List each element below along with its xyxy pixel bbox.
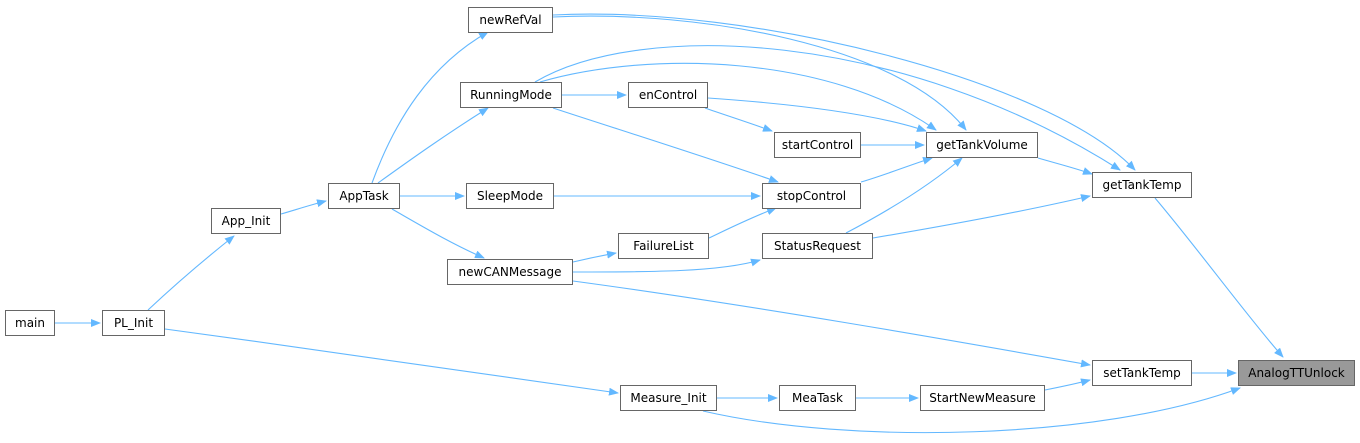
edge-failurelist-to-stopcontrol: [708, 207, 777, 239]
edge-apptask-to-newrefval: [371, 31, 489, 184]
edge-newcanmessage-to-statusrequest: [572, 258, 761, 273]
node-encontrol[interactable]: enControl: [628, 82, 708, 108]
edge-pl-init-to-app-init: [147, 235, 235, 311]
node-startnewmeasure[interactable]: StartNewMeasure: [920, 385, 1045, 411]
edge-newrefval-to-gettanktemp: [552, 13, 1136, 171]
node-stopcontrol[interactable]: stopControl: [762, 183, 861, 209]
node-newcanmessage[interactable]: newCANMessage: [447, 259, 573, 285]
node-statusrequest[interactable]: StatusRequest: [762, 233, 873, 259]
edge-runningmode-to-stopcontrol: [552, 107, 779, 183]
edge-gettankvolume-to-gettanktemp: [1037, 157, 1093, 175]
edge-apptask-to-newcanmessage: [391, 208, 485, 259]
edge-apptask-to-runningmode: [377, 107, 489, 184]
edge-statusrequest-to-gettankvolume: [845, 157, 963, 234]
node-pl-init[interactable]: PL_Init: [102, 310, 165, 336]
node-app-init[interactable]: App_Init: [211, 208, 281, 234]
edge-gettanktemp-to-analogttunlock: [1154, 197, 1284, 358]
edge-newrefval-to-gettankvolume: [552, 15, 967, 131]
edge-newcanmessage-to-failurelist: [572, 250, 617, 263]
node-apptask[interactable]: AppTask: [328, 183, 400, 209]
node-runningmode[interactable]: RunningMode: [460, 82, 562, 108]
edge-pl-init-to-measure-init: [164, 328, 619, 396]
edge-runningmode-to-gettanktemp: [534, 45, 1121, 171]
node-meatask[interactable]: MeaTask: [779, 385, 856, 411]
node-settanktemp[interactable]: setTankTemp: [1092, 360, 1192, 386]
edge-runningmode-to-gettankvolume: [539, 62, 937, 131]
node-measure-init[interactable]: Measure_Init: [620, 385, 717, 411]
node-gettanktemp[interactable]: getTankTemp: [1092, 172, 1192, 198]
node-failurelist[interactable]: FailureList: [618, 233, 709, 259]
edge-encontrol-to-gettankvolume: [707, 97, 927, 132]
node-main[interactable]: main: [5, 310, 55, 336]
edge-stopcontrol-to-gettankvolume: [860, 156, 933, 183]
edge-statusrequest-to-gettanktemp: [872, 194, 1091, 239]
edge-encontrol-to-startcontrol: [704, 107, 773, 132]
node-newrefval[interactable]: newRefVal: [468, 7, 553, 33]
node-analogttunlock: AnalogTTUnlock: [1238, 360, 1355, 386]
edge-newcanmessage-to-settanktemp: [572, 280, 1091, 368]
node-sleepmode[interactable]: SleepMode: [466, 183, 554, 209]
edge-app-init-to-apptask: [280, 199, 327, 215]
node-gettankvolume[interactable]: getTankVolume: [926, 132, 1038, 158]
edge-startnewmeasure-to-settanktemp: [1044, 378, 1091, 391]
edge-measure-init-to-analogttunlock: [702, 387, 1241, 434]
node-startcontrol[interactable]: startControl: [774, 132, 861, 158]
